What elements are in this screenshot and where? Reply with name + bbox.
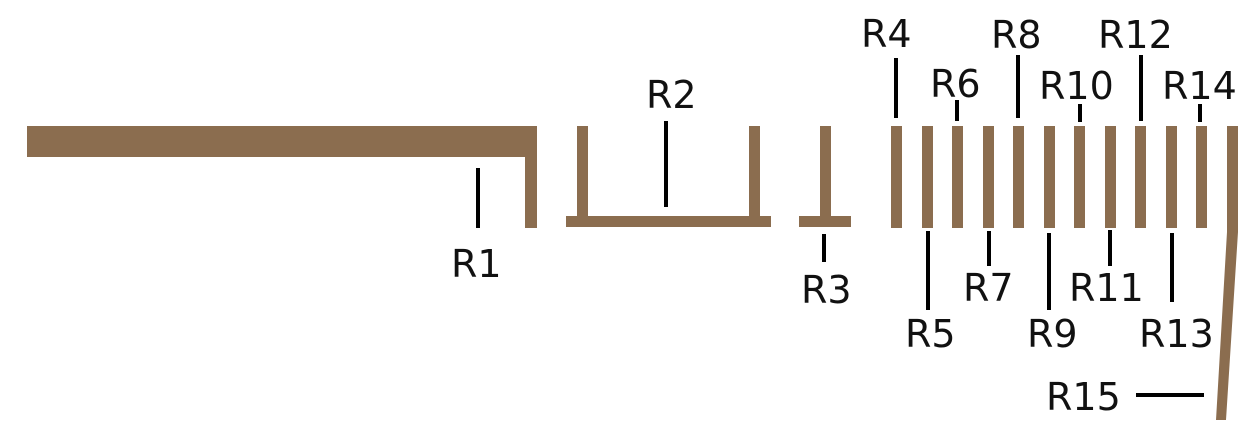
label-r9: R9 xyxy=(1027,312,1078,356)
bar-r13 xyxy=(1166,126,1177,228)
region-r2-base xyxy=(566,216,771,227)
label-r14: R14 xyxy=(1162,64,1237,108)
region-r2-left-post xyxy=(577,126,588,226)
shape-group xyxy=(27,126,1238,420)
region-r15-shape xyxy=(1216,126,1238,420)
label-r15: R15 xyxy=(1046,375,1121,419)
bar-r4 xyxy=(891,126,902,228)
bar-r6 xyxy=(952,126,963,228)
region-r2-right-post xyxy=(749,126,760,226)
bar-r11 xyxy=(1105,126,1116,228)
label-r7: R7 xyxy=(963,266,1014,310)
bar-r14 xyxy=(1196,126,1207,228)
label-r3: R3 xyxy=(801,268,852,312)
label-r10: R10 xyxy=(1039,64,1114,108)
region-r3-stem xyxy=(820,126,831,226)
bar-r7 xyxy=(983,126,994,228)
bar-r5 xyxy=(922,126,933,228)
label-r8: R8 xyxy=(991,13,1042,57)
label-r13: R13 xyxy=(1139,312,1214,356)
bar-r8 xyxy=(1013,126,1024,228)
label-r11: R11 xyxy=(1069,266,1144,310)
bar-r10 xyxy=(1074,126,1085,228)
label-r2: R2 xyxy=(646,73,697,117)
region-r1-shape xyxy=(27,126,537,157)
bar-r12 xyxy=(1135,126,1146,228)
labels: R1 R2 R3 R4 R5 R6 R7 R8 R9 R10 R11 R12 R… xyxy=(451,12,1237,419)
region-r1-drop xyxy=(525,126,537,228)
label-r4: R4 xyxy=(861,12,912,56)
label-r1: R1 xyxy=(451,242,502,286)
leader-lines xyxy=(476,55,1204,397)
label-r5: R5 xyxy=(905,312,956,356)
label-r6: R6 xyxy=(930,62,981,106)
bar-r9 xyxy=(1044,126,1055,228)
label-r12: R12 xyxy=(1098,13,1173,57)
region-r3-base xyxy=(799,216,851,227)
